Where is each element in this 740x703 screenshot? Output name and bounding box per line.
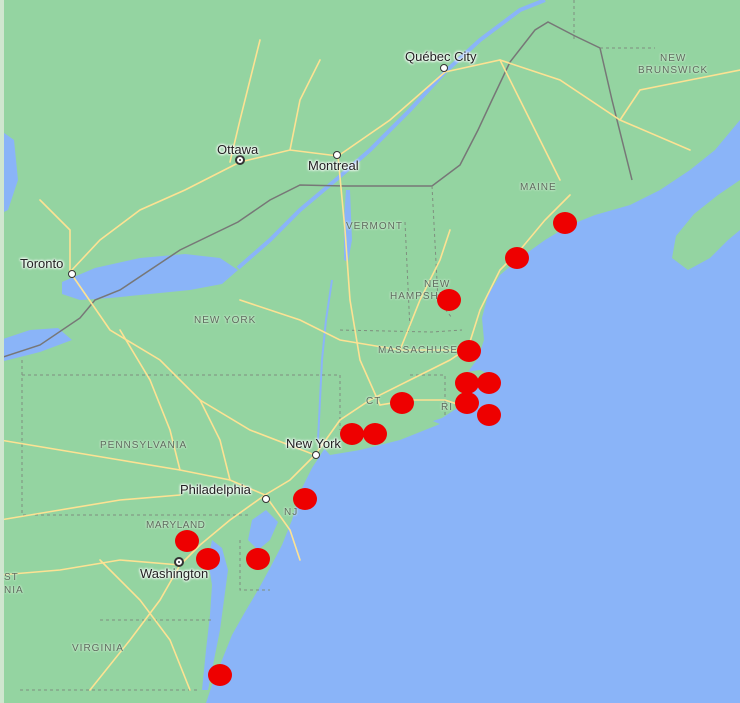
st-lawrence-river <box>236 0 546 270</box>
marker-maine-east[interactable] <box>553 212 577 234</box>
marker-virginia-coast[interactable] <box>208 664 232 686</box>
lake-erie <box>0 328 72 362</box>
marker-maryland-annapolis[interactable] <box>196 548 220 570</box>
marker-long-island-west[interactable] <box>340 423 364 445</box>
land-nova-scotia <box>672 180 740 270</box>
lake-ontario <box>62 254 238 300</box>
marker-massachusetts-boston[interactable] <box>457 340 481 362</box>
hudson-river <box>317 279 333 441</box>
marker-buzzards-bay[interactable] <box>455 392 479 414</box>
left-edge-strip <box>0 0 4 703</box>
ottawa-pin[interactable] <box>235 155 245 165</box>
marker-new-jersey[interactable] <box>293 488 317 510</box>
montreal-pin[interactable] <box>333 151 341 159</box>
marker-connecticut[interactable] <box>390 392 414 414</box>
marker-new-hampshire[interactable] <box>437 289 461 311</box>
philadelphia-pin[interactable] <box>262 495 270 503</box>
washington-pin[interactable] <box>174 557 184 567</box>
toronto-pin[interactable] <box>68 270 76 278</box>
lake-huron-bay <box>0 130 18 214</box>
new-york-pin[interactable] <box>312 451 320 459</box>
roads <box>0 39 740 691</box>
marker-long-island-east[interactable] <box>363 423 387 445</box>
marker-cape-cod-east[interactable] <box>477 372 501 394</box>
marker-maryland-baltimore[interactable] <box>175 530 199 552</box>
quebec-city-pin[interactable] <box>440 64 448 72</box>
marker-delaware[interactable] <box>246 548 270 570</box>
chesapeake-bay <box>202 540 228 690</box>
marker-maine-portland[interactable] <box>505 247 529 269</box>
marker-cape-cod-west[interactable] <box>455 372 479 394</box>
marker-nantucket[interactable] <box>477 404 501 426</box>
delaware-bay <box>248 510 278 550</box>
